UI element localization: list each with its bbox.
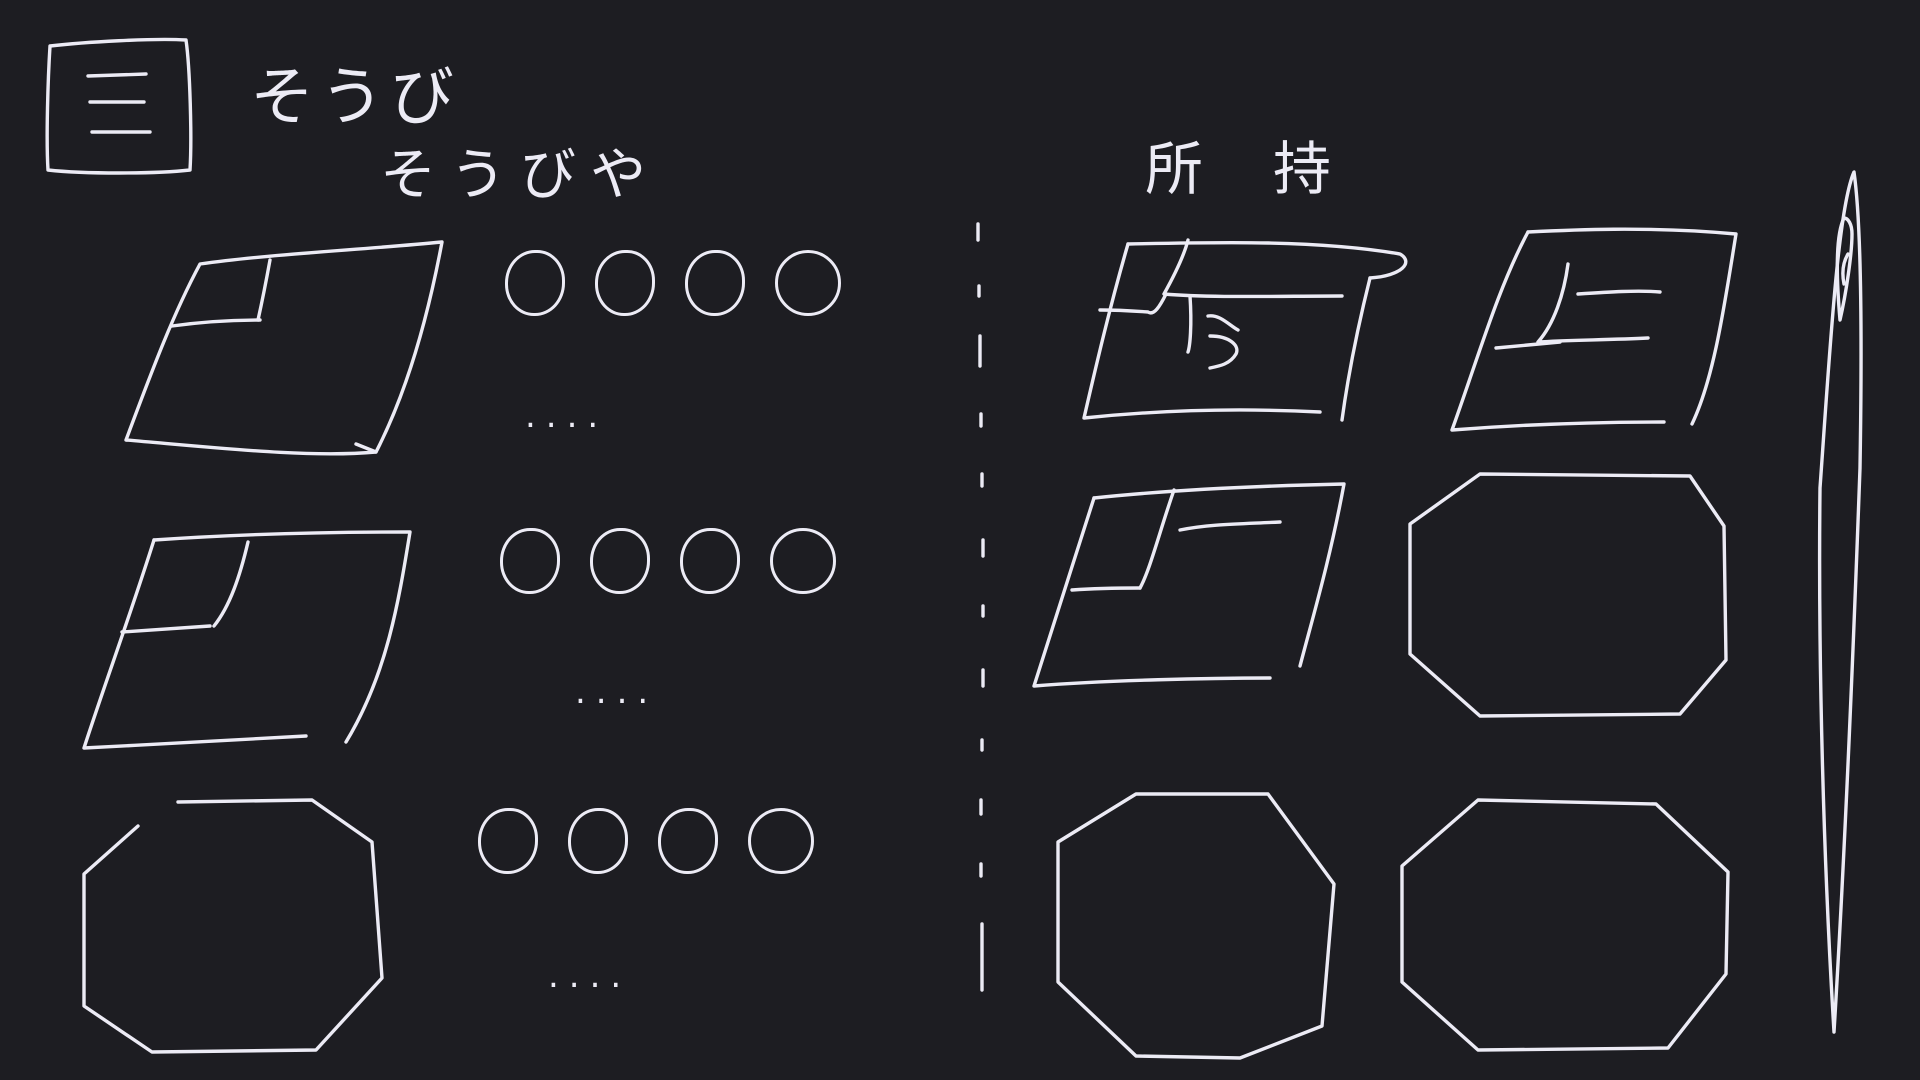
inventory-item-5[interactable]	[1052, 790, 1338, 1060]
scrollbar-track	[1817, 170, 1863, 1034]
inventory-item-3[interactable]	[1030, 480, 1350, 690]
inventory-item-4[interactable]	[1404, 470, 1728, 726]
stat-circle	[590, 528, 650, 594]
equipped-slot-3-detail: ....	[548, 956, 632, 996]
scroll-icon	[1082, 238, 1408, 422]
stat-circle	[748, 808, 814, 874]
stat-circle	[568, 808, 628, 874]
page-title: そうび	[250, 61, 460, 135]
equipped-slot-2-detail: ....	[575, 672, 659, 712]
stat-circle	[478, 808, 538, 874]
stat-circle	[680, 528, 740, 594]
inventory-item-6[interactable]	[1394, 792, 1730, 1052]
scroll-icon	[1450, 227, 1738, 432]
inventory-scrollbar[interactable]	[1814, 168, 1868, 1044]
equipped-slot-3-stats	[478, 808, 814, 874]
equipped-slot-2-stats	[500, 528, 836, 594]
scroll-icon	[82, 530, 412, 750]
equipped-slot-2[interactable]	[80, 526, 420, 762]
stat-circle	[775, 250, 841, 316]
scroll-icon	[1032, 482, 1346, 688]
inventory-heading: 所持	[1145, 135, 1402, 203]
equipped-slot-1-detail: ....	[525, 396, 609, 436]
empty-slot-outline	[1056, 792, 1336, 1060]
scroll-icon	[124, 240, 444, 456]
stat-circle	[505, 250, 565, 316]
stat-circle	[770, 528, 836, 594]
empty-slot-outline	[82, 798, 384, 1054]
equipped-heading: そうびや	[380, 143, 660, 208]
empty-slot-outline	[1400, 798, 1730, 1052]
menu-icon	[45, 37, 193, 175]
scrollbar-thumb[interactable]	[1834, 214, 1856, 322]
stat-circle	[595, 250, 655, 316]
inventory-item-2[interactable]	[1448, 227, 1740, 434]
stat-circle	[658, 808, 718, 874]
equipped-slot-1[interactable]	[120, 236, 450, 462]
equipped-slot-1-stats	[505, 250, 841, 316]
panel-divider	[976, 220, 985, 1000]
empty-slot-outline	[1408, 472, 1728, 718]
stat-circle	[685, 250, 745, 316]
stat-circle	[500, 528, 560, 594]
equipped-slot-3[interactable]	[80, 796, 396, 1054]
inventory-item-1[interactable]	[1080, 236, 1416, 426]
menu-button[interactable]	[44, 28, 194, 176]
